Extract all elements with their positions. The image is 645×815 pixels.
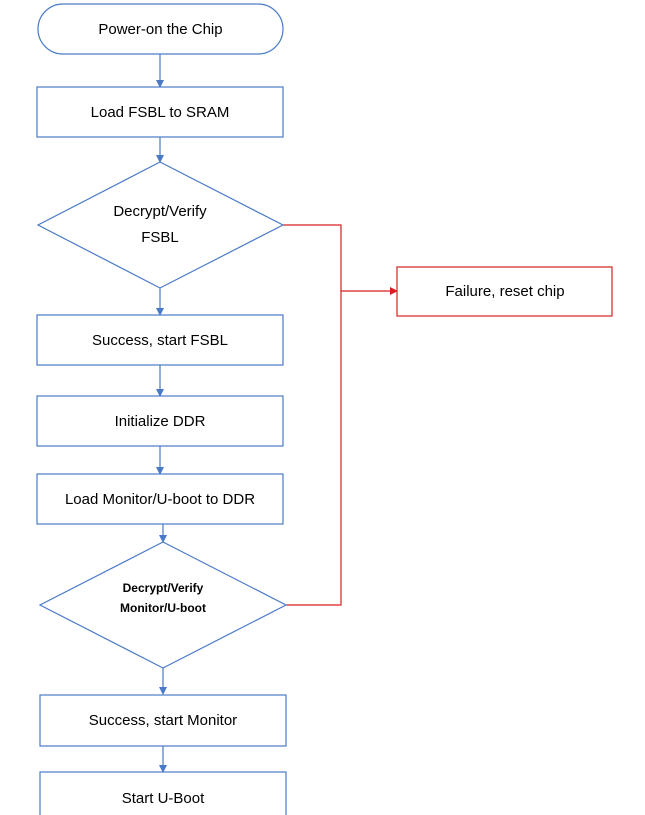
node-start-monitor: Success, start Monitor: [39, 694, 287, 747]
load-monitor-label: Load Monitor/U-boot to DDR: [65, 491, 255, 508]
process-shape: [36, 314, 284, 366]
failure-connectors: [283, 224, 398, 606]
process-shape: [39, 771, 287, 815]
start-monitor-label: Success, start Monitor: [89, 712, 237, 729]
node-verify-fsbl: Decrypt/Verify FSBL: [36, 161, 285, 289]
verify-monitor-label-line1: Decrypt/Verify: [123, 581, 204, 595]
node-start-uboot: Start U-Boot: [39, 771, 287, 815]
terminator-shape: [37, 3, 284, 55]
node-init-ddr: Initialize DDR: [36, 395, 284, 447]
decision-shape: [38, 541, 288, 669]
failure-label: Failure, reset chip: [445, 283, 564, 300]
start-fsbl-label: Success, start FSBL: [92, 332, 228, 349]
node-power-on: Power-on the Chip: [37, 3, 284, 55]
power-on-label: Power-on the Chip: [98, 21, 222, 38]
process-shape: [36, 395, 284, 447]
node-load-fsbl: Load FSBL to SRAM: [36, 86, 284, 138]
verify-monitor-label-line2: Monitor/U-boot: [120, 601, 206, 615]
node-failure: Failure, reset chip: [396, 266, 613, 317]
load-fsbl-label: Load FSBL to SRAM: [91, 104, 230, 121]
process-shape: [396, 266, 613, 317]
init-ddr-label: Initialize DDR: [115, 413, 206, 430]
verify-fsbl-label-line1: Decrypt/Verify: [113, 203, 207, 220]
verify-fsbl-label-line2: FSBL: [141, 229, 179, 246]
node-start-fsbl: Success, start FSBL: [36, 314, 284, 366]
start-uboot-label: Start U-Boot: [122, 790, 205, 807]
arrow-verifyfsbl-to-failure: [283, 224, 398, 295]
process-shape: [36, 473, 284, 525]
flow-connectors: [156, 54, 167, 773]
node-verify-monitor: Decrypt/Verify Monitor/U-boot: [38, 541, 288, 669]
node-load-monitor: Load Monitor/U-boot to DDR: [36, 473, 284, 525]
decision-shape: [36, 161, 285, 289]
process-shape: [39, 694, 287, 747]
arrow-verifymonitor-to-failure: [286, 291, 342, 606]
process-shape: [36, 86, 284, 138]
